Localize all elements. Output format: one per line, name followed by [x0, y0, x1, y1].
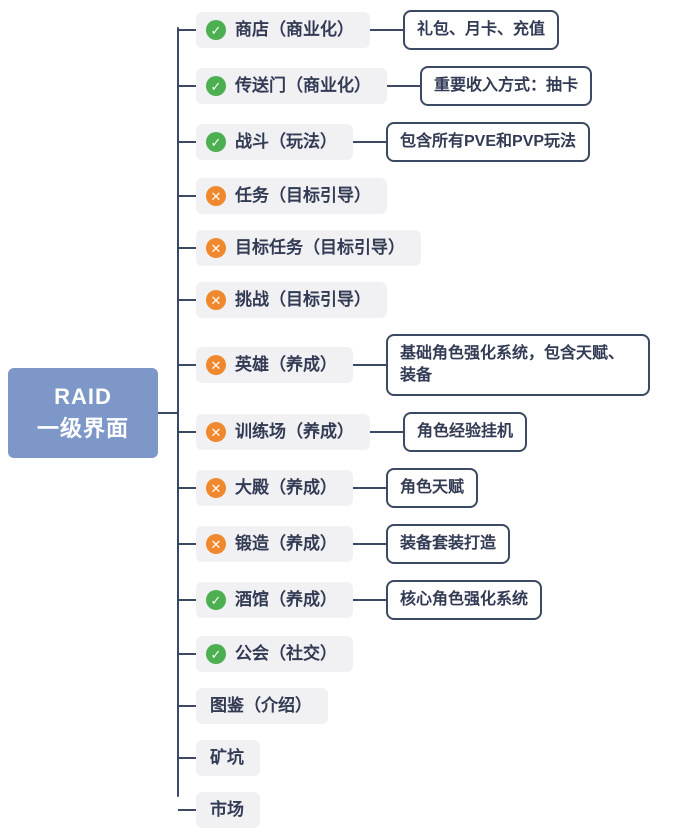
root-subtitle: 一级界面: [36, 416, 129, 441]
branch-label: 图鉴（介绍）: [210, 696, 312, 715]
branch-list: ✓ 商店（商业化） 礼包、月卡、充值 ✓ 传送门（商业化） 重要收入方式：抽卡 ✓ 战斗（玩法…: [178, 0, 696, 834]
note-connector-line: [353, 364, 386, 366]
branch-label: 目标任务（目标引导）: [235, 238, 405, 257]
note-label: 基础角色强化系统，包含天赋、装备: [400, 345, 625, 384]
branch-label: 商店（商业化）: [235, 20, 354, 39]
branch-node[interactable]: ✕ 英雄（养成）: [196, 347, 353, 383]
note-label: 核心角色强化系统: [400, 591, 529, 608]
branch-row: ✕ 锻造（养成） 装备套装打造: [178, 524, 696, 564]
branch-label: 任务（目标引导）: [235, 186, 371, 205]
branch-node[interactable]: ✓ 酒馆（养成）: [196, 582, 353, 618]
note-node[interactable]: 基础角色强化系统，包含天赋、装备: [386, 334, 650, 396]
note-label: 装备套装打造: [400, 535, 497, 552]
note-connector-line: [387, 85, 420, 87]
check-icon: ✓: [206, 132, 226, 152]
branch-node[interactable]: 图鉴（介绍）: [196, 688, 328, 724]
branch-node[interactable]: ✓ 商店（商业化）: [196, 12, 370, 48]
note-label: 包含所有PVE和PVP玩法: [400, 133, 577, 150]
branch-node[interactable]: ✕ 大殿（养成）: [196, 470, 353, 506]
branch-row: 矿坑: [178, 740, 696, 776]
note-connector-line: [353, 487, 386, 489]
branch-row: ✓ 酒馆（养成） 核心角色强化系统: [178, 580, 696, 620]
branch-node[interactable]: ✕ 目标任务（目标引导）: [196, 230, 421, 266]
cross-icon: ✕: [206, 238, 226, 258]
branch-row: 图鉴（介绍）: [178, 688, 696, 724]
branch-node[interactable]: ✕ 训练场（养成）: [196, 414, 370, 450]
spine-line: [177, 27, 179, 797]
branch-row: ✓ 战斗（玩法） 包含所有PVE和PVP玩法: [178, 122, 696, 162]
note-node[interactable]: 重要收入方式：抽卡: [420, 66, 593, 106]
branch-label: 矿坑: [210, 748, 244, 767]
cross-icon: ✕: [206, 422, 226, 442]
note-connector-line: [353, 543, 386, 545]
branch-node[interactable]: 矿坑: [196, 740, 260, 776]
note-label: 礼包、月卡、充值: [417, 21, 546, 38]
branch-node[interactable]: ✓ 战斗（玩法）: [196, 124, 353, 160]
note-label: 角色天赋: [400, 479, 465, 496]
branch-label: 挑战（目标引导）: [235, 290, 371, 309]
branch-row: ✕ 任务（目标引导）: [178, 178, 696, 214]
note-node[interactable]: 装备套装打造: [386, 524, 511, 564]
branch-row: ✕ 目标任务（目标引导）: [178, 230, 696, 266]
cross-icon: ✕: [206, 186, 226, 206]
branch-node[interactable]: ✓ 传送门（商业化）: [196, 68, 387, 104]
branch-row: ✕ 英雄（养成） 基础角色强化系统，包含天赋、装备: [178, 334, 696, 396]
note-node[interactable]: 角色天赋: [386, 468, 479, 508]
check-icon: ✓: [206, 20, 226, 40]
branch-node[interactable]: ✓ 公会（社交）: [196, 636, 353, 672]
note-node[interactable]: 核心角色强化系统: [386, 580, 543, 620]
check-icon: ✓: [206, 644, 226, 664]
branch-node[interactable]: ✕ 锻造（养成）: [196, 526, 353, 562]
root-node[interactable]: RAID 一级界面: [8, 368, 158, 458]
branch-label: 战斗（玩法）: [235, 132, 337, 151]
branch-row: 市场: [178, 792, 696, 828]
branch-node[interactable]: ✕ 任务（目标引导）: [196, 178, 387, 214]
note-label: 角色经验挂机: [417, 423, 514, 440]
branch-label: 市场: [210, 800, 244, 819]
cross-icon: ✕: [206, 355, 226, 375]
root-connector-line: [158, 412, 177, 414]
branch-label: 英雄（养成）: [235, 355, 337, 374]
branch-row: ✕ 挑战（目标引导）: [178, 282, 696, 318]
note-node[interactable]: 角色经验挂机: [403, 412, 528, 452]
note-label: 重要收入方式：抽卡: [434, 77, 579, 94]
branch-row: ✓ 传送门（商业化） 重要收入方式：抽卡: [178, 66, 696, 106]
cross-icon: ✕: [206, 290, 226, 310]
branch-row: ✓ 公会（社交）: [178, 636, 696, 672]
branch-row: ✕ 训练场（养成） 角色经验挂机: [178, 412, 696, 452]
branch-node[interactable]: 市场: [196, 792, 260, 828]
cross-icon: ✕: [206, 534, 226, 554]
note-connector-line: [353, 599, 386, 601]
branch-row: ✕ 大殿（养成） 角色天赋: [178, 468, 696, 508]
branch-label: 酒馆（养成）: [235, 590, 337, 609]
note-connector-line: [353, 141, 386, 143]
branch-label: 公会（社交）: [235, 644, 337, 663]
cross-icon: ✕: [206, 478, 226, 498]
branch-label: 大殿（养成）: [235, 478, 337, 497]
note-node[interactable]: 礼包、月卡、充值: [403, 10, 560, 50]
branch-node[interactable]: ✕ 挑战（目标引导）: [196, 282, 387, 318]
root-title: RAID: [54, 384, 112, 410]
branch-label: 锻造（养成）: [235, 534, 337, 553]
branch-row: ✓ 商店（商业化） 礼包、月卡、充值: [178, 10, 696, 50]
note-node[interactable]: 包含所有PVE和PVP玩法: [386, 122, 591, 162]
note-connector-line: [370, 431, 403, 433]
note-connector-line: [370, 29, 403, 31]
check-icon: ✓: [206, 76, 226, 96]
branch-label: 训练场（养成）: [235, 422, 354, 441]
branch-label: 传送门（商业化）: [235, 76, 371, 95]
check-icon: ✓: [206, 590, 226, 610]
